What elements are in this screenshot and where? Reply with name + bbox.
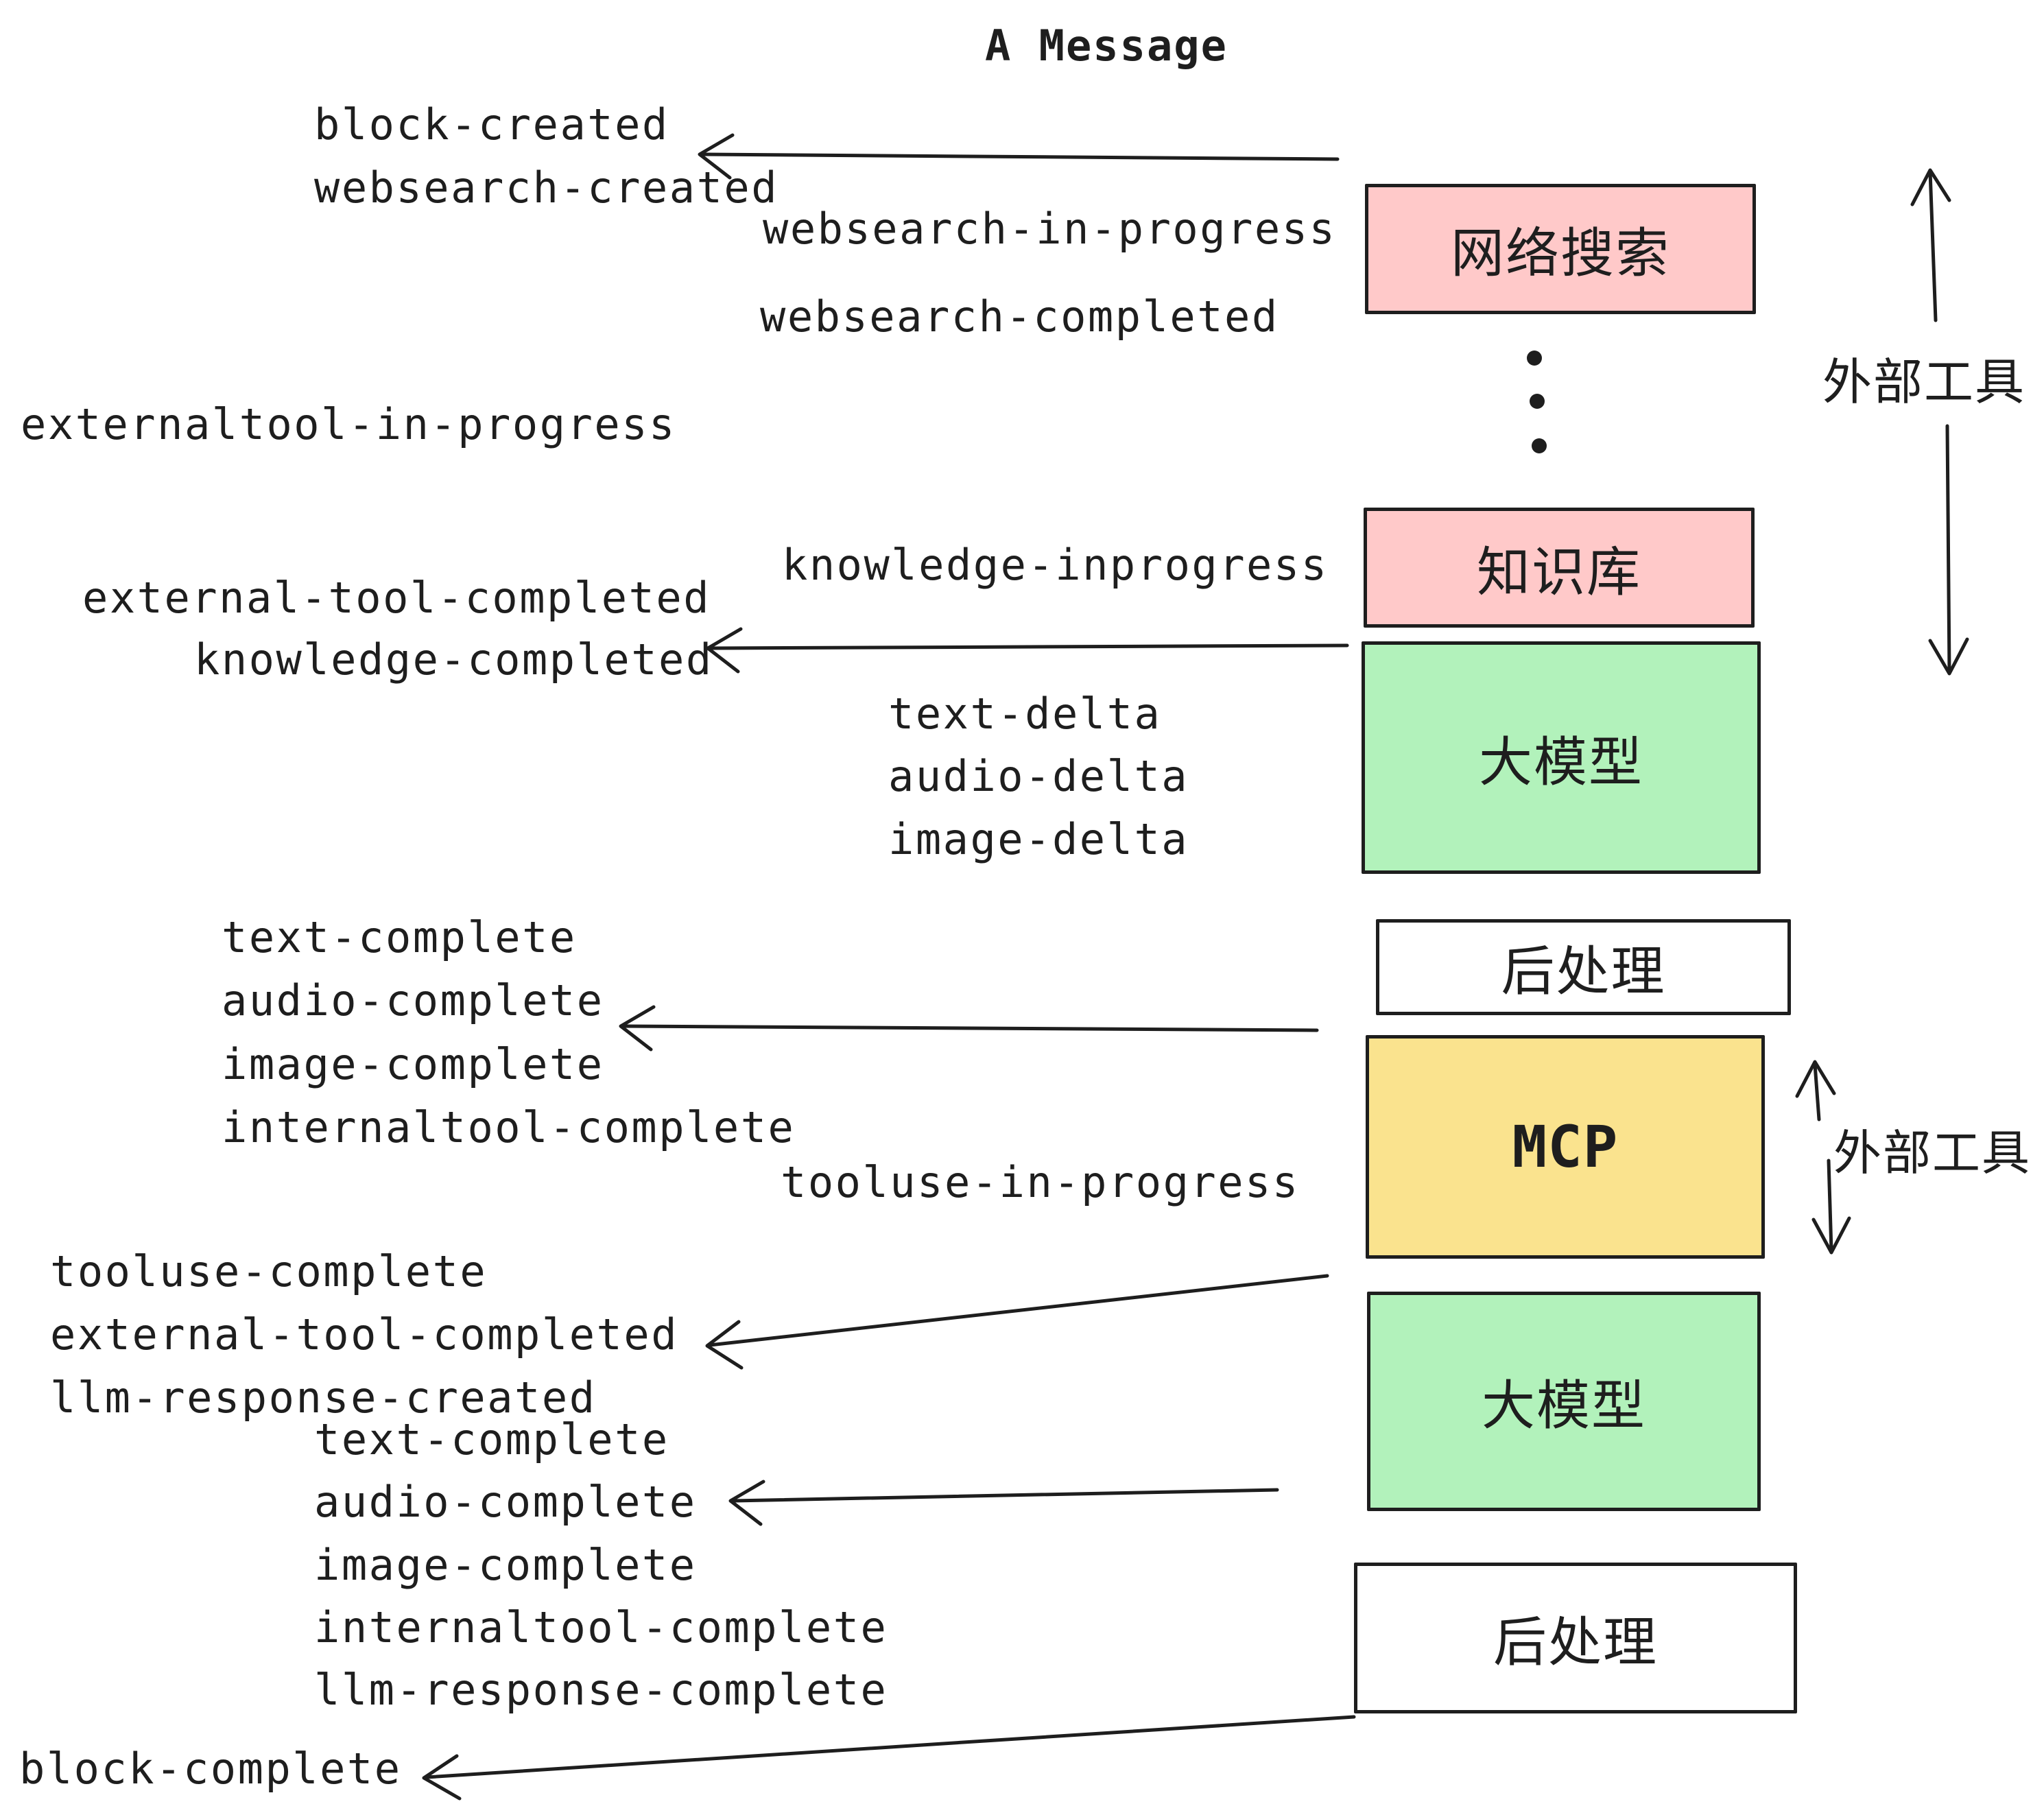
box-postprocess-1: 后处理 bbox=[1376, 919, 1791, 1015]
event-label-audio-complete-1: audio-complete bbox=[222, 975, 604, 1025]
arrow-image-complete bbox=[619, 1005, 1319, 1052]
box-mcp: MCP bbox=[1366, 1035, 1765, 1259]
box-knowledge-label: 知识库 bbox=[1476, 541, 1641, 602]
event-label-block-complete: block-complete bbox=[19, 1744, 402, 1794]
box-llm-2-label: 大模型 bbox=[1481, 1375, 1646, 1436]
arrow-knowledge-completed bbox=[706, 627, 1349, 674]
event-label-image-delta: image-delta bbox=[888, 814, 1189, 864]
event-label-internaltool-complete-2: internaltool-complete bbox=[314, 1602, 888, 1652]
event-label-tooluse-in-progress: tooluse-in-progress bbox=[781, 1157, 1300, 1207]
event-label-llm-response-created: llm-response-created bbox=[50, 1373, 597, 1423]
event-label-text-complete-1: text-complete bbox=[222, 912, 577, 962]
event-label-text-complete-2: text-complete bbox=[314, 1414, 669, 1464]
arrow-audio-complete bbox=[728, 1480, 1279, 1526]
event-label-llm-response-complete: llm-response-complete bbox=[314, 1665, 888, 1715]
event-label-externaltool-in-progress: externaltool-in-progress bbox=[21, 399, 676, 449]
event-label-websearch-completed: websearch-completed bbox=[760, 292, 1279, 342]
event-label-audio-delta: audio-delta bbox=[888, 751, 1189, 801]
event-label-knowledge-inprogress: knowledge-inprogress bbox=[782, 540, 1329, 590]
event-label-internaltool-complete-1: internaltool-complete bbox=[222, 1102, 796, 1152]
ellipsis-dots bbox=[1527, 351, 1547, 453]
diagram-title: A Message bbox=[985, 21, 1228, 71]
event-label-websearch-created: websearch-created bbox=[314, 163, 779, 213]
box-websearch-label: 网络搜索 bbox=[1450, 223, 1670, 283]
arrow-websearch-created bbox=[698, 133, 1340, 180]
box-postprocess-2-label: 后处理 bbox=[1493, 1612, 1658, 1672]
event-label-knowledge-completed: knowledge-completed bbox=[194, 634, 713, 685]
event-label-audio-complete-2: audio-complete bbox=[314, 1477, 697, 1527]
box-postprocess-2: 后处理 bbox=[1354, 1563, 1797, 1713]
arrow-block-complete bbox=[422, 1715, 1356, 1801]
box-websearch: 网络搜索 bbox=[1365, 184, 1756, 314]
box-llm-2: 大模型 bbox=[1367, 1292, 1761, 1511]
external-tools-arrow-down-1 bbox=[1928, 424, 1969, 676]
event-label-image-complete-1: image-complete bbox=[222, 1039, 604, 1089]
box-mcp-label: MCP bbox=[1512, 1113, 1619, 1180]
box-postprocess-1-label: 后处理 bbox=[1501, 941, 1666, 1001]
external-tools-label-1: 外部工具 bbox=[1822, 355, 2026, 410]
external-tools-arrow-up-2 bbox=[1795, 1060, 1836, 1121]
box-llm-1: 大模型 bbox=[1362, 641, 1761, 874]
event-label-text-delta: text-delta bbox=[888, 689, 1162, 739]
event-label-block-created: block-created bbox=[314, 99, 669, 150]
event-label-external-tool-completed-2: external-tool-completed bbox=[50, 1309, 679, 1360]
external-tools-arrow-up-1 bbox=[1910, 168, 1951, 322]
box-knowledge: 知识库 bbox=[1364, 508, 1755, 628]
event-label-tooluse-complete: tooluse-complete bbox=[50, 1246, 488, 1296]
box-llm-1-label: 大模型 bbox=[1478, 731, 1643, 792]
external-tools-label-2: 外部工具 bbox=[1833, 1126, 2031, 1180]
arrow-external-tool-completed bbox=[705, 1274, 1329, 1370]
event-label-external-tool-completed: external-tool-completed bbox=[82, 573, 711, 623]
event-label-websearch-in-progress: websearch-in-progress bbox=[763, 204, 1337, 254]
event-label-image-complete-2: image-complete bbox=[314, 1540, 697, 1590]
